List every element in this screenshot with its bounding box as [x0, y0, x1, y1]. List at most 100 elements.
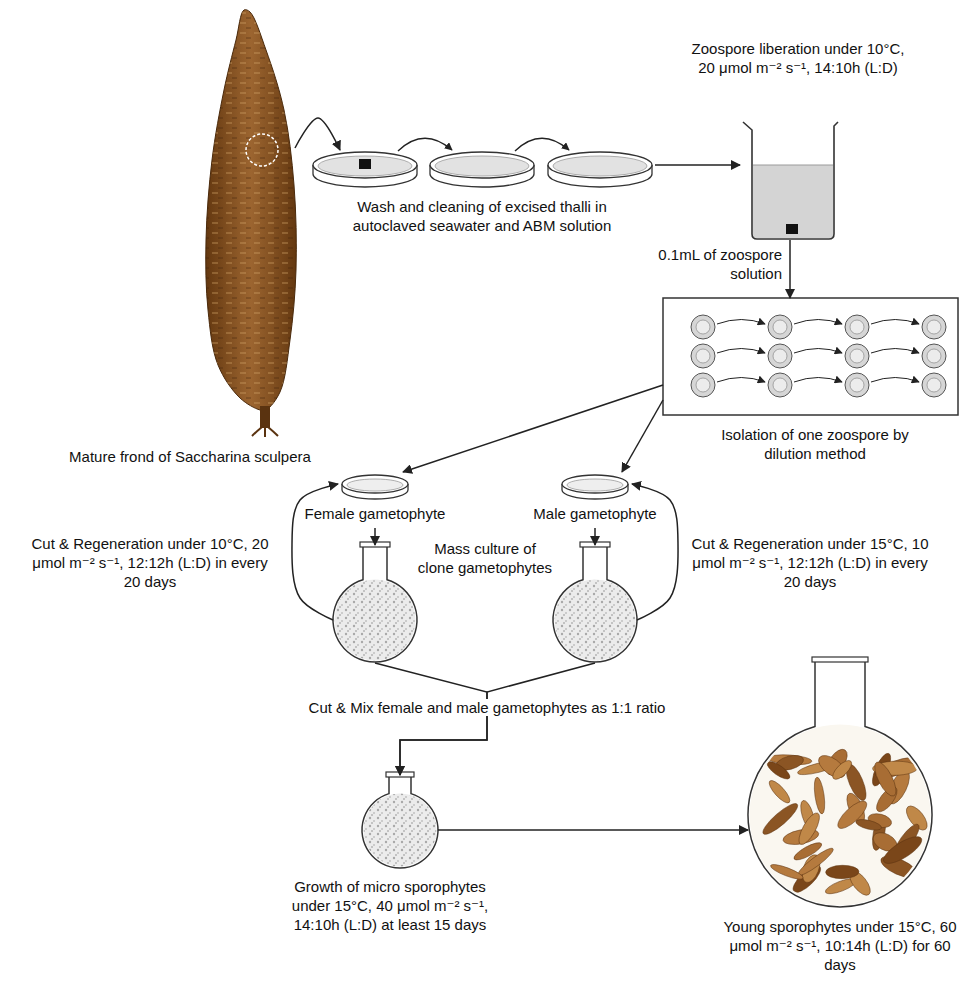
flow-arrow [622, 400, 663, 472]
process-step: Cut & Regeneration under 10°C, 20 μmol m… [333, 545, 417, 663]
petri-dish-medium [567, 479, 623, 491]
step-text: Wash and cleaning of excised thalli in a… [327, 198, 637, 236]
well-center [773, 320, 787, 334]
dilution-arrow [794, 378, 842, 383]
caption-block: Male gametophyte [515, 505, 675, 524]
step-text: Young sporophytes under 15°C, 60 μmol m⁻… [720, 918, 960, 974]
petri-dish-rim [313, 152, 417, 178]
process-step: Mature frond of Saccharina sculpera [195, 8, 295, 471]
young-sporophyte [830, 758, 855, 783]
petri-dish-medium [347, 479, 403, 491]
young-sporophyte [795, 810, 823, 847]
caption-block: Wash and cleaning of excised thalli in a… [327, 198, 637, 236]
flow-arrow [594, 528, 596, 545]
well-center [850, 349, 864, 363]
kelp-stipe [260, 406, 270, 428]
well-center [927, 320, 941, 334]
young-sporophyte [765, 759, 793, 782]
caption-block: Young sporophytes under 15°C, 60 μmol m⁻… [720, 918, 960, 974]
process-step: Female gametophyte [338, 472, 412, 528]
flow-arrow [295, 118, 340, 150]
process-step: Young sporophytes under 15°C, 60 μmol m⁻… [748, 660, 932, 979]
step-text: Male gametophyte [515, 505, 675, 524]
well-center [850, 378, 864, 392]
dilution-arrow [717, 349, 765, 354]
step-text: Mature frond of Saccharina sculpera [50, 448, 330, 467]
culture-well [922, 315, 946, 339]
caption-block: Female gametophyte [295, 505, 455, 524]
step-text: Cut & Regeneration under 10°C, 20 μmol m… [30, 535, 270, 591]
culture-well [922, 373, 946, 397]
dilution-arrow [717, 320, 765, 325]
flow-arrow [403, 385, 663, 472]
petri-dish-medium [553, 156, 647, 176]
petri-dish-rim [342, 475, 408, 493]
sporophyte-group [759, 746, 931, 899]
young-sporophyte [812, 777, 826, 815]
culture-well [691, 373, 715, 397]
kelp-holdfast [252, 427, 278, 437]
culture-well [691, 315, 715, 339]
transfer-arrow [398, 138, 452, 151]
note-box: Mass culture of clone gametophytes [415, 540, 555, 578]
beaker-outline [743, 122, 838, 239]
dilution-arrow [794, 349, 842, 354]
process-step: Male gametophyte [558, 472, 632, 528]
culture-well [922, 344, 946, 368]
petri-dish-medium [318, 156, 412, 176]
culture-well [845, 344, 869, 368]
step-text: Zoospore liberation under 10°C, 20 μmol … [691, 40, 906, 78]
dilution-arrow [871, 349, 919, 354]
frond-texture [206, 10, 297, 411]
dilution-arrow [717, 378, 765, 383]
well-plate [663, 298, 958, 415]
young-sporophyte [880, 832, 926, 868]
young-sporophyte [871, 759, 900, 799]
flow-arrow [655, 164, 740, 166]
flask-outline [362, 775, 438, 868]
dilution-arrow [871, 378, 919, 383]
kelp-frond [206, 10, 297, 411]
process-step: Wash and cleaning of excised thalli in a… [310, 150, 655, 240]
flow-arrow [374, 528, 376, 545]
flask-outline [333, 545, 417, 662]
step-text: Female gametophyte [295, 505, 455, 524]
note-label: Cut & Mix female and male gametophytes a… [305, 699, 670, 716]
culture-well [768, 344, 792, 368]
step-text: Growth of micro sporophytes under 15°C, … [275, 878, 505, 934]
flask-content [364, 794, 437, 867]
note-box: Cut & Mix female and male gametophytes a… [252, 699, 722, 718]
arrow-label: 0.1mL of zoospore solution [658, 246, 782, 282]
flask-lip [812, 657, 868, 662]
flow-arrow [400, 663, 595, 775]
well-center [696, 320, 710, 334]
thallus-piece [359, 159, 371, 169]
liquid-surface [753, 165, 833, 166]
culture-well [691, 344, 715, 368]
culture-well [768, 373, 792, 397]
flow-arrow [789, 240, 791, 298]
well-center [773, 349, 787, 363]
well-center [927, 378, 941, 392]
thallus-piece [786, 224, 798, 234]
young-sporophyte [759, 800, 801, 838]
young-sporophyte [766, 778, 793, 806]
caption-block: Cut & Regeneration under 10°C, 20 μmol m… [30, 535, 270, 591]
flow-arrow [375, 663, 487, 775]
flask-outline [748, 660, 932, 907]
well-center [927, 349, 941, 363]
petri-dish-rim [430, 152, 534, 178]
caption-block: Mature frond of Saccharina sculpera [50, 448, 330, 467]
step-text: Isolation of one zoospore by dilution me… [710, 426, 920, 464]
young-sporophyte [769, 862, 804, 882]
label-box: 0.1mL of zoospore solution [642, 246, 782, 284]
flow-arrow [292, 484, 338, 620]
well-center [850, 320, 864, 334]
culture-well [845, 315, 869, 339]
flask-content [750, 725, 931, 906]
young-sporophyte [826, 865, 860, 879]
process-step: Growth of micro sporophytes under 15°C, … [362, 775, 438, 939]
